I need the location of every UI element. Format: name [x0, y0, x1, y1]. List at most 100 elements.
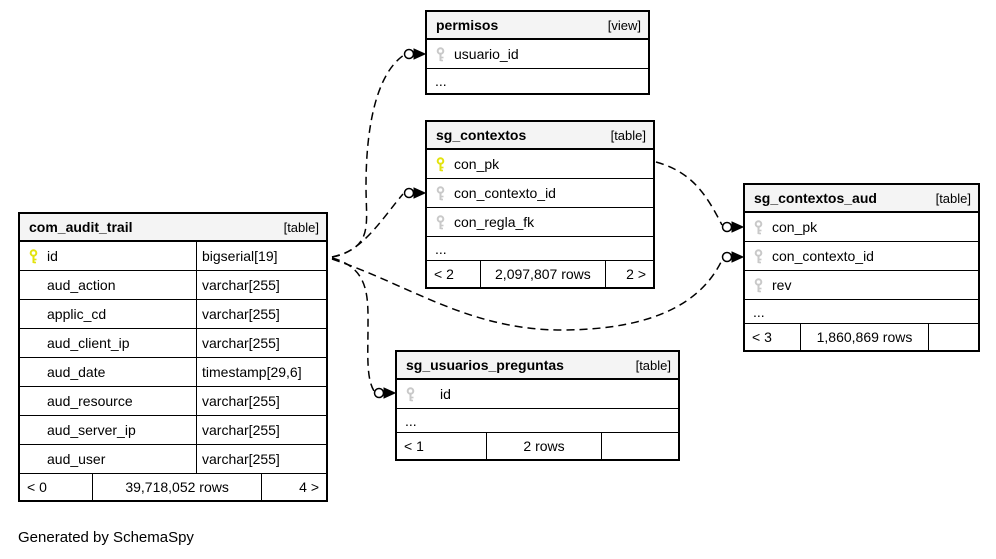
foreign-key-icon [397, 386, 424, 402]
column-name: con_pk [454, 156, 500, 172]
table-sg-contextos: sg_contextos [table] con_pk con_contexto… [425, 120, 655, 289]
column-row: con_contexto_id [427, 179, 653, 208]
zero-one-circle-icon [373, 387, 385, 399]
column-name: aud_client_ip [47, 335, 130, 351]
parents-count: < 1 [397, 433, 487, 459]
column-type: varchar[255] [196, 329, 326, 357]
column-row: rev [745, 271, 978, 300]
column-row: con_contexto_id [745, 242, 978, 271]
column-name: usuario_id [454, 46, 519, 62]
table-name[interactable]: sg_usuarios_preguntas [406, 357, 564, 373]
column-row: aud_resource varchar[255] [20, 387, 326, 416]
parents-count: < 3 [745, 324, 801, 350]
column-type: varchar[255] [196, 445, 326, 473]
table-name[interactable]: sg_contextos_aud [754, 190, 877, 206]
table-stats-footer: < 2 2,097,807 rows 2 > [427, 261, 653, 287]
children-count [602, 433, 678, 459]
column-type: timestamp[29,6] [196, 358, 326, 386]
table-kind-badge: [view] [607, 17, 641, 33]
zero-one-circle-icon [403, 48, 415, 60]
relationship-arrow-icon [731, 251, 745, 263]
parents-count: < 0 [20, 474, 94, 500]
children-count: 2 > [626, 266, 646, 282]
more-columns-ellipsis: ... [435, 73, 447, 89]
table-header: sg_contextos_aud [table] [745, 185, 978, 213]
column-name: aud_user [47, 451, 106, 467]
column-row: aud_client_ip varchar[255] [20, 329, 326, 358]
relationship-line [331, 257, 375, 392]
row-count: 39,718,052 rows [93, 474, 262, 500]
table-stats-footer: < 1 2 rows [397, 433, 678, 459]
table-header: sg_usuarios_preguntas [table] [397, 352, 678, 380]
foreign-key-icon [427, 214, 454, 230]
zero-one-circle-icon [403, 187, 415, 199]
column-type: varchar[255] [196, 300, 326, 328]
zero-one-circle-icon [721, 251, 733, 263]
column-name: con_contexto_id [454, 185, 556, 201]
table-header: sg_contextos [table] [427, 122, 653, 150]
parents-count: < 2 [427, 261, 482, 287]
relationship-arrow-icon [413, 187, 427, 199]
table-name[interactable]: permisos [436, 17, 499, 33]
row-count: 2 rows [487, 433, 603, 459]
table-kind-badge: [table] [935, 190, 971, 206]
relationship-arrow-icon [383, 387, 397, 399]
children-count: 4 > [299, 479, 319, 495]
column-name: aud_date [47, 364, 106, 380]
column-type: bigserial[19] [196, 242, 326, 270]
table-kind-badge: [table] [635, 357, 671, 373]
column-name: con_pk [772, 219, 818, 235]
table-name[interactable]: sg_contextos [436, 127, 527, 143]
table-kind-badge: [table] [610, 127, 646, 143]
foreign-key-icon [745, 219, 772, 235]
column-type: varchar[255] [196, 271, 326, 299]
column-row: id bigserial[19] [20, 242, 326, 271]
table-sg-usuarios-preguntas: sg_usuarios_preguntas [table] id ... < 1… [395, 350, 680, 461]
column-row: con_pk [745, 213, 978, 242]
column-type: varchar[255] [196, 387, 326, 415]
column-row: applic_cd varchar[255] [20, 300, 326, 329]
column-name: applic_cd [47, 306, 107, 322]
foreign-key-icon [745, 277, 772, 293]
table-name[interactable]: com_audit_trail [29, 219, 133, 235]
relationship-line [331, 193, 404, 258]
column-row: aud_server_ip varchar[255] [20, 416, 326, 445]
column-name: aud_resource [47, 393, 133, 409]
children-count [929, 324, 978, 350]
table-stats-footer: < 0 39,718,052 rows 4 > [20, 474, 326, 500]
primary-key-icon [427, 156, 454, 172]
row-count: 1,860,869 rows [801, 324, 930, 350]
more-columns-ellipsis: ... [745, 300, 978, 324]
table-sg-contextos-aud: sg_contextos_aud [table] con_pk con_cont… [743, 183, 980, 352]
more-columns-ellipsis: ... [427, 237, 653, 261]
relationship-arrow-icon [731, 221, 745, 233]
column-type: varchar[255] [196, 416, 326, 444]
foreign-key-icon [427, 46, 454, 62]
foreign-key-icon [745, 248, 772, 264]
more-columns-ellipsis: ... [397, 409, 678, 433]
column-row: con_regla_fk [427, 208, 653, 237]
column-name: aud_action [47, 277, 116, 293]
table-stats-footer: < 3 1,860,869 rows [745, 324, 978, 350]
column-row: id [397, 380, 678, 409]
column-row: aud_date timestamp[29,6] [20, 358, 326, 387]
column-name: aud_server_ip [47, 422, 136, 438]
relationship-line [331, 54, 405, 258]
table-com-audit-trail: com_audit_trail [table] id bigserial[19]… [18, 212, 328, 502]
column-name: id [440, 386, 451, 402]
table-header: permisos [view] [427, 12, 648, 40]
table-permisos: permisos [view] usuario_id ... [425, 10, 650, 95]
relationship-line [655, 161, 723, 226]
zero-one-circle-icon [721, 221, 733, 233]
relationship-line [331, 258, 723, 331]
column-row: con_pk [427, 150, 653, 179]
column-name: rev [772, 277, 792, 293]
column-row: aud_action varchar[255] [20, 271, 326, 300]
column-row: aud_user varchar[255] [20, 445, 326, 474]
table-kind-badge: [table] [283, 219, 319, 235]
column-name: con_regla_fk [454, 214, 535, 230]
primary-key-icon [20, 248, 47, 264]
relationship-arrow-icon [413, 48, 427, 60]
generator-footnote: Generated by SchemaSpy [18, 529, 194, 546]
